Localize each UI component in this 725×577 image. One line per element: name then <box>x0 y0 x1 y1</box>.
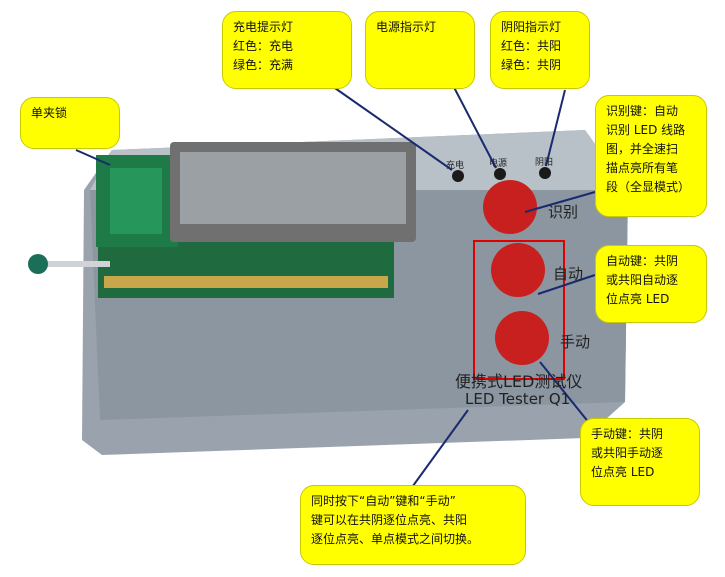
callout-charge: 充电提示灯 红色：充电 绿色：充满 <box>222 11 352 89</box>
identify-button[interactable] <box>483 180 537 234</box>
polarity-led <box>539 167 551 179</box>
callout-combo-line-2: 键可以在共阴逐位点亮、共阳 <box>311 513 468 527</box>
callout-charge-line-2: 红色：充电 <box>233 39 294 53</box>
highlight-box <box>473 240 565 380</box>
board-pins <box>104 276 388 288</box>
callout-manual: 手动键：共阴 或共阳手动逐 位点亮 LED <box>580 418 700 506</box>
charge-led-label: 充电 <box>446 161 465 171</box>
callout-identify-line-3: 图，并全速扫 <box>606 142 679 156</box>
callout-lock: 单夹锁 <box>20 97 120 149</box>
callout-polarity-line-1: 阴阳指示灯 <box>501 20 562 34</box>
callout-charge-line-3: 绿色：充满 <box>233 58 294 72</box>
callout-power: 电源指示灯 <box>365 11 475 89</box>
callout-manual-line-2: 或共阳手动逐 <box>591 446 664 460</box>
callout-combo: 同时按下“自动”键和“手动” 键可以在共阴逐位点亮、共阳 逐位点亮、单点模式之间… <box>300 485 526 565</box>
callout-auto: 自动键：共阴 或共阳自动逐 位点亮 LED <box>595 245 707 323</box>
manual-button[interactable] <box>495 311 549 365</box>
callout-auto-line-1: 自动键：共阴 <box>606 254 679 268</box>
callout-combo-line-1: 同时按下“自动”键和“手动” <box>311 494 456 508</box>
manual-button-label: 手动 <box>560 333 591 351</box>
auto-button-label: 自动 <box>553 265 584 283</box>
callout-lock-line: 单夹锁 <box>31 106 68 120</box>
power-led-label: 电源 <box>489 159 508 169</box>
socket-slots <box>110 168 162 234</box>
callout-polarity-line-3: 绿色：共阴 <box>501 58 562 72</box>
lever-handle[interactable] <box>28 254 48 274</box>
callout-power-line: 电源指示灯 <box>376 20 437 34</box>
auto-button[interactable] <box>491 243 545 297</box>
callout-manual-line-3: 位点亮 LED <box>591 465 655 479</box>
display-digits-area <box>180 152 406 224</box>
callout-identify-line-1: 识别键：自动 <box>606 104 679 118</box>
callout-manual-line-1: 手动键：共阴 <box>591 427 664 441</box>
callout-identify-line-4: 描点亮所有笔 <box>606 161 679 175</box>
identify-button-label: 识别 <box>548 203 579 221</box>
power-led <box>494 168 506 180</box>
charge-led <box>452 170 464 182</box>
callout-auto-line-2: 或共阳自动逐 <box>606 273 679 287</box>
callout-auto-line-3: 位点亮 LED <box>606 292 670 306</box>
callout-polarity: 阴阳指示灯 红色：共阳 绿色：共阴 <box>490 11 590 89</box>
product-name-en: LED Tester Q1 <box>465 390 571 408</box>
product-name-cn: 便携式LED测试仪 <box>455 372 583 391</box>
callout-identify-line-2: 识别 LED 线路 <box>606 123 686 137</box>
callout-identify-line-5: 段（全显模式） <box>606 180 691 194</box>
callout-charge-line-1: 充电提示灯 <box>233 20 294 34</box>
callout-polarity-line-2: 红色：共阳 <box>501 39 562 53</box>
polarity-led-label: 阴阳 <box>535 158 554 168</box>
callout-identify: 识别键：自动 识别 LED 线路 图，并全速扫 描点亮所有笔 段（全显模式） <box>595 95 707 217</box>
callout-combo-line-3: 逐位点亮、单点模式之间切换。 <box>311 532 480 546</box>
callout-pointers <box>75 69 596 491</box>
